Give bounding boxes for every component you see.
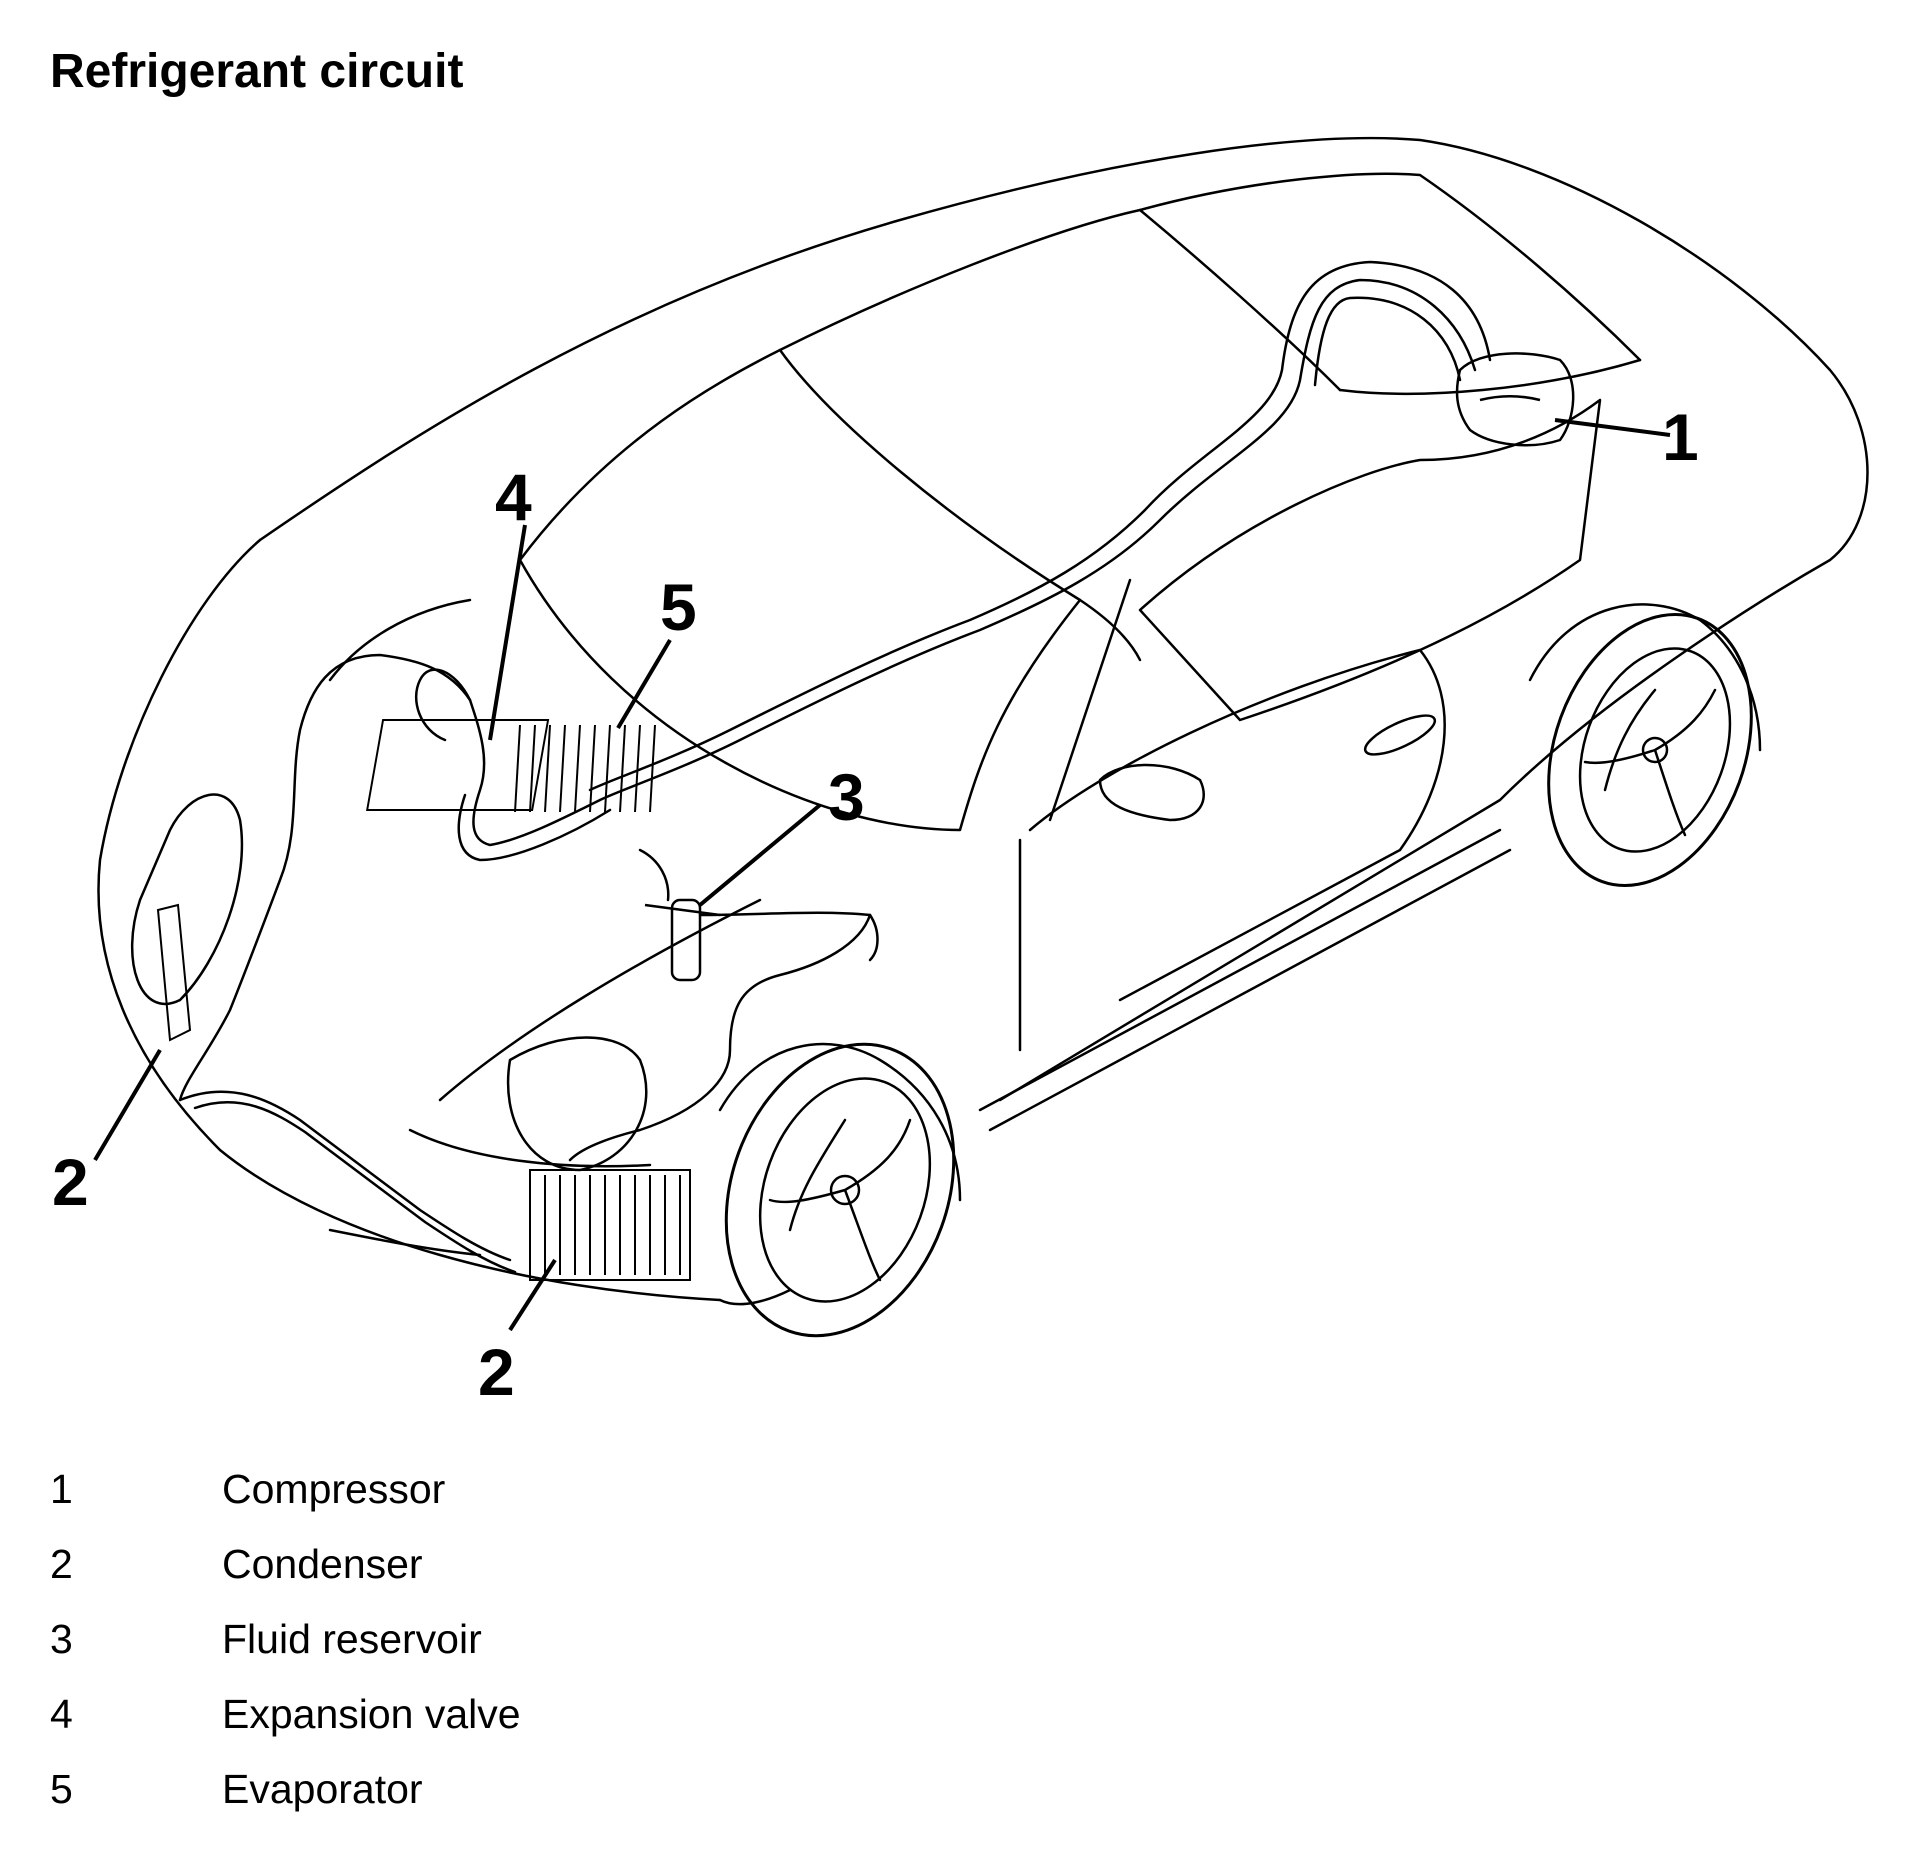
legend-number: 4 xyxy=(50,1691,73,1737)
legend-label: Condenser xyxy=(222,1541,423,1587)
callout-2-left: 2 xyxy=(52,1145,89,1219)
legend-item: 2 Condenser xyxy=(50,1527,950,1602)
compressor-unit xyxy=(1455,352,1575,447)
callout-5: 5 xyxy=(660,570,697,644)
callout-leaders xyxy=(93,418,1671,1332)
fluid-reservoir-unit xyxy=(644,898,721,982)
page-title: Refrigerant circuit xyxy=(50,45,464,98)
legend-number: 3 xyxy=(50,1616,73,1662)
legend-number: 1 xyxy=(50,1466,73,1512)
callout-2-bottom: 2 xyxy=(478,1335,515,1409)
legend-item: 5 Evaporator xyxy=(50,1752,950,1827)
legend: 1 Compressor 2 Condenser 3 Fluid reservo… xyxy=(50,1452,950,1827)
callout-1: 1 xyxy=(1662,400,1699,474)
legend-label: Compressor xyxy=(222,1466,446,1512)
legend-number: 2 xyxy=(50,1541,73,1587)
evaporator-unit xyxy=(365,719,656,813)
legend-item: 4 Expansion valve xyxy=(50,1677,950,1752)
legend-item: 1 Compressor xyxy=(50,1452,950,1527)
refrigerant-circuit-diagram: 1 2 2 3 4 5 xyxy=(52,136,1869,1409)
legend-item: 3 Fluid reservoir xyxy=(50,1602,950,1677)
callout-3: 3 xyxy=(828,760,865,834)
legend-label: Evaporator xyxy=(222,1766,423,1812)
refrigerant-lines xyxy=(178,260,1492,1274)
callout-4: 4 xyxy=(495,460,532,534)
condenser-unit xyxy=(156,903,691,1281)
legend-label: Expansion valve xyxy=(222,1691,521,1737)
legend-number: 5 xyxy=(50,1766,73,1812)
car-outline xyxy=(97,136,1869,1338)
legend-label: Fluid reservoir xyxy=(222,1616,482,1662)
